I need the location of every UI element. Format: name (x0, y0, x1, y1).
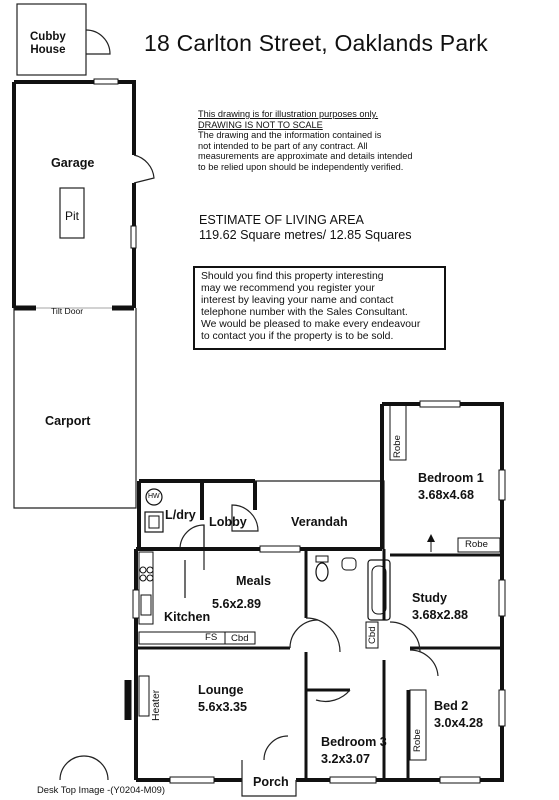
laundry-label: L/dry (165, 508, 196, 522)
bed2-robe (409, 689, 427, 761)
pit-label: Pit (65, 209, 80, 223)
cubby-house-outline (16, 3, 87, 76)
hall-door-swing-1 (305, 617, 341, 653)
disclaimer-line-1: This drawing is for illustration purpose… (198, 109, 379, 119)
lounge-size: 5.6x3.35 (198, 700, 248, 714)
bed2-door-swing (409, 649, 439, 677)
hall-cupboard (365, 621, 379, 649)
bedroom3-door-swing (315, 689, 351, 703)
lounge-window (169, 776, 215, 784)
bedroom1-robe-lower (457, 537, 501, 553)
entry-arc-right (83, 755, 109, 781)
laundry-trough (144, 511, 164, 533)
disclaimer-line-3: The drawing and the information containe… (198, 130, 382, 141)
verandah-label: Verandah (291, 515, 348, 529)
heater-unit (138, 675, 150, 717)
bath-tub-inner (371, 565, 387, 615)
bed2-bottom-window (439, 776, 481, 784)
bedroom3-window (329, 776, 377, 784)
kitchen-window (132, 589, 140, 619)
bedroom1-size: 3.68x4.68 (418, 488, 475, 502)
carport-outline (13, 308, 137, 509)
disclaimer-line-4: not intended to be part of any contract.… (198, 140, 368, 151)
carport-label: Carport (45, 414, 91, 428)
laundry-door-swing (179, 524, 205, 550)
kitchen-cupboard-label: Cbd (231, 633, 249, 644)
study-name: Study (412, 591, 447, 605)
cubby-house-label: Cubby House (30, 31, 66, 57)
kitchen-sink (140, 594, 152, 616)
contact-line-5: We would be pleased to make every endeav… (201, 318, 421, 330)
disclaimer-line-5: measurements are approximate and details… (198, 151, 413, 162)
bed2-size: 3.0x4.28 (434, 716, 484, 730)
hw-label: HW (148, 493, 160, 500)
interior-walls (136, 549, 502, 780)
bedroom1-side-window (498, 469, 506, 501)
toilet-cistern (315, 555, 329, 563)
hall-door-swing-2 (289, 619, 319, 649)
estimate-value: 119.62 Square metres/ 12.85 Squares (199, 228, 412, 242)
bedroom1-name: Bedroom 1 (418, 471, 484, 485)
garage-walls (12, 80, 136, 311)
contact-line-2: may we recommend you register your (201, 282, 375, 294)
kitchen-label: Kitchen (164, 610, 211, 624)
meals-name: Meals (236, 574, 272, 588)
disclaimer-line-6: to be relied upon should be independentl… (198, 161, 404, 172)
study-door-swing (389, 621, 421, 653)
garage-door-swing (133, 154, 155, 184)
hall-cupboard-label: Cbd (367, 626, 378, 644)
page-title: 18 Carlton Street, Oaklands Park (144, 30, 488, 56)
bedroom1-window (419, 400, 461, 408)
cooktop-icon (139, 566, 154, 582)
basin (341, 557, 357, 571)
kitchen-cupboard (224, 631, 256, 645)
bedroom1-robe-lower-label: Robe (465, 539, 488, 550)
pit-outline (59, 187, 85, 239)
bedroom1-robe (389, 403, 407, 461)
estimate-heading: ESTIMATE OF LIVING AREA (199, 213, 364, 227)
lounge-name: Lounge (198, 683, 244, 697)
bath-tub (367, 559, 391, 621)
contact-line-6: to contact you if the property is to be … (201, 330, 394, 342)
contact-notice-box: Should you find this property interestin… (193, 266, 446, 350)
cubby-label-line-2: House (30, 44, 66, 56)
disclaimer-line-2: DRAWING IS NOT TO SCALE (198, 119, 323, 130)
garage-side-window (130, 225, 137, 249)
tilt-door-label: Tilt Door (51, 306, 84, 316)
front-door-swing (263, 735, 289, 761)
cubby-door-swing (85, 29, 111, 55)
hot-water-unit (145, 488, 163, 506)
porch-outline (241, 780, 297, 797)
footer-caption: Desk Top Image -(Y0204-M09) (37, 784, 166, 795)
bed2-name: Bed 2 (434, 699, 469, 713)
bedroom3-name: Bedroom 3 (321, 735, 387, 749)
laundry-trough-inner (148, 515, 160, 529)
lobby-door-swing (231, 504, 259, 532)
bed2-robe-label: Robe (412, 729, 423, 752)
disclaimer-notice: This drawing is for illustration purpose… (198, 109, 438, 173)
toilet (315, 562, 329, 582)
porch-label: Porch (253, 775, 289, 789)
bedroom1-robe-label: Robe (392, 435, 403, 458)
entry-arc-left (59, 755, 85, 781)
garage-label: Garage (51, 156, 95, 170)
garage-window (93, 78, 119, 85)
contact-line-1: Should you find this property interestin… (201, 271, 384, 282)
study-window (498, 579, 506, 617)
heater-label: Heater (151, 689, 162, 721)
cubby-label-line-1: Cubby (30, 31, 66, 43)
bedroom3-size: 3.2x3.07 (321, 752, 371, 766)
contact-line-4: telephone number with the Sales Consulta… (201, 306, 408, 318)
arrow-head-icon (427, 534, 435, 542)
lobby-label: Lobby (209, 515, 247, 529)
contact-line-3: interest by leaving your name and contac… (201, 294, 394, 306)
meals-window (259, 545, 301, 553)
fridge-space-label: FS (205, 632, 218, 643)
meals-size: 5.6x2.89 (212, 597, 262, 611)
kitchen-bench (138, 551, 154, 625)
bed2-window (498, 689, 506, 727)
study-size: 3.68x2.88 (412, 608, 469, 622)
living-area-estimate: ESTIMATE OF LIVING AREA 119.62 Square me… (199, 213, 412, 243)
